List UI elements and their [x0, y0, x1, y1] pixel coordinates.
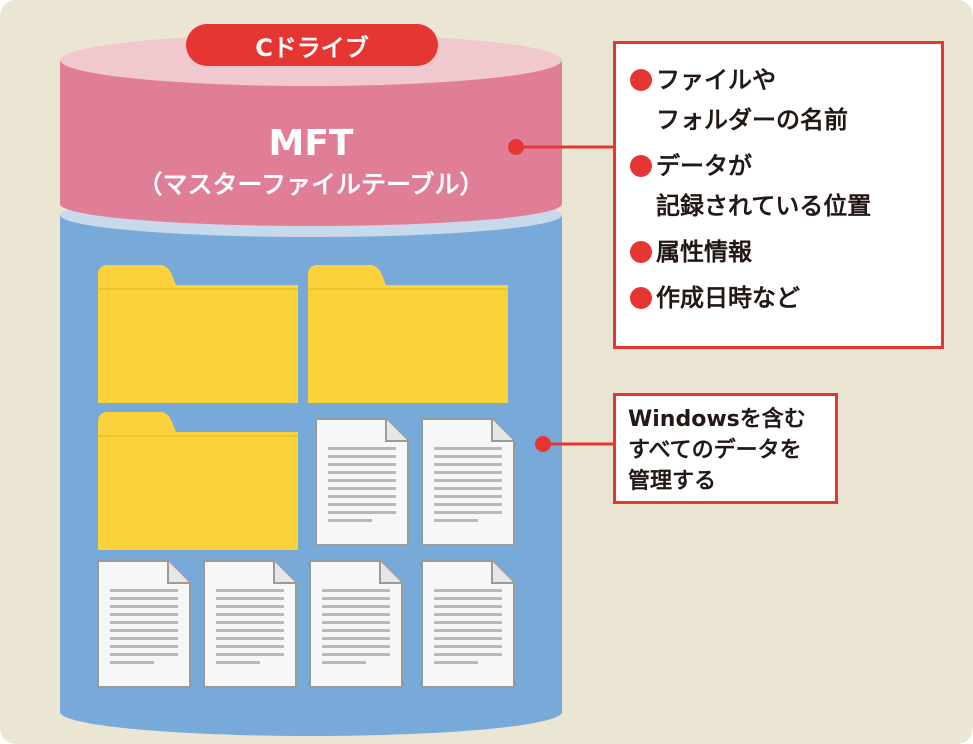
document-icon: [421, 560, 515, 688]
folder-icon: [97, 264, 299, 404]
mft-info-box: ファイルや フォルダーの名前 データが 記録されている位置 属性情報 作成日時な…: [613, 41, 944, 349]
data-info-text: Windowsを含む すべてのデータを 管理する: [628, 407, 806, 494]
bullet-icon: [630, 155, 652, 177]
drive-label: Cドライブ: [186, 24, 438, 66]
document-icon: [421, 418, 515, 546]
document-icon: [315, 418, 409, 546]
mft-title: MFT: [268, 123, 354, 164]
mft-connector-dot: [508, 139, 524, 155]
mft-info-item-text: ファイルや フォルダーの名前: [656, 66, 848, 134]
folder-icon: [307, 264, 509, 404]
bullet-icon: [630, 69, 652, 91]
mft-info-item-text: 属性情報: [656, 238, 752, 266]
mft-info-item: ファイルや フォルダーの名前: [630, 60, 931, 140]
bullet-icon: [630, 241, 652, 263]
document-icon: [97, 560, 191, 688]
mft-subtitle: （マスターファイルテーブル）: [137, 170, 485, 199]
mft-info-item: データが 記録されている位置: [630, 146, 931, 226]
mft-info-item: 属性情報: [630, 232, 931, 272]
mft-info-item-text: 作成日時など: [656, 284, 800, 312]
folder-icon: [97, 411, 299, 551]
mft-info-item: 作成日時など: [630, 278, 931, 318]
data-info-box: Windowsを含む すべてのデータを 管理する: [613, 393, 838, 504]
document-icon: [203, 560, 297, 688]
mft-info-item-text: データが 記録されている位置: [656, 152, 872, 220]
bullet-icon: [630, 287, 652, 309]
data-connector-dot: [535, 436, 551, 452]
mft-section: [60, 60, 562, 226]
document-icon: [309, 560, 403, 688]
